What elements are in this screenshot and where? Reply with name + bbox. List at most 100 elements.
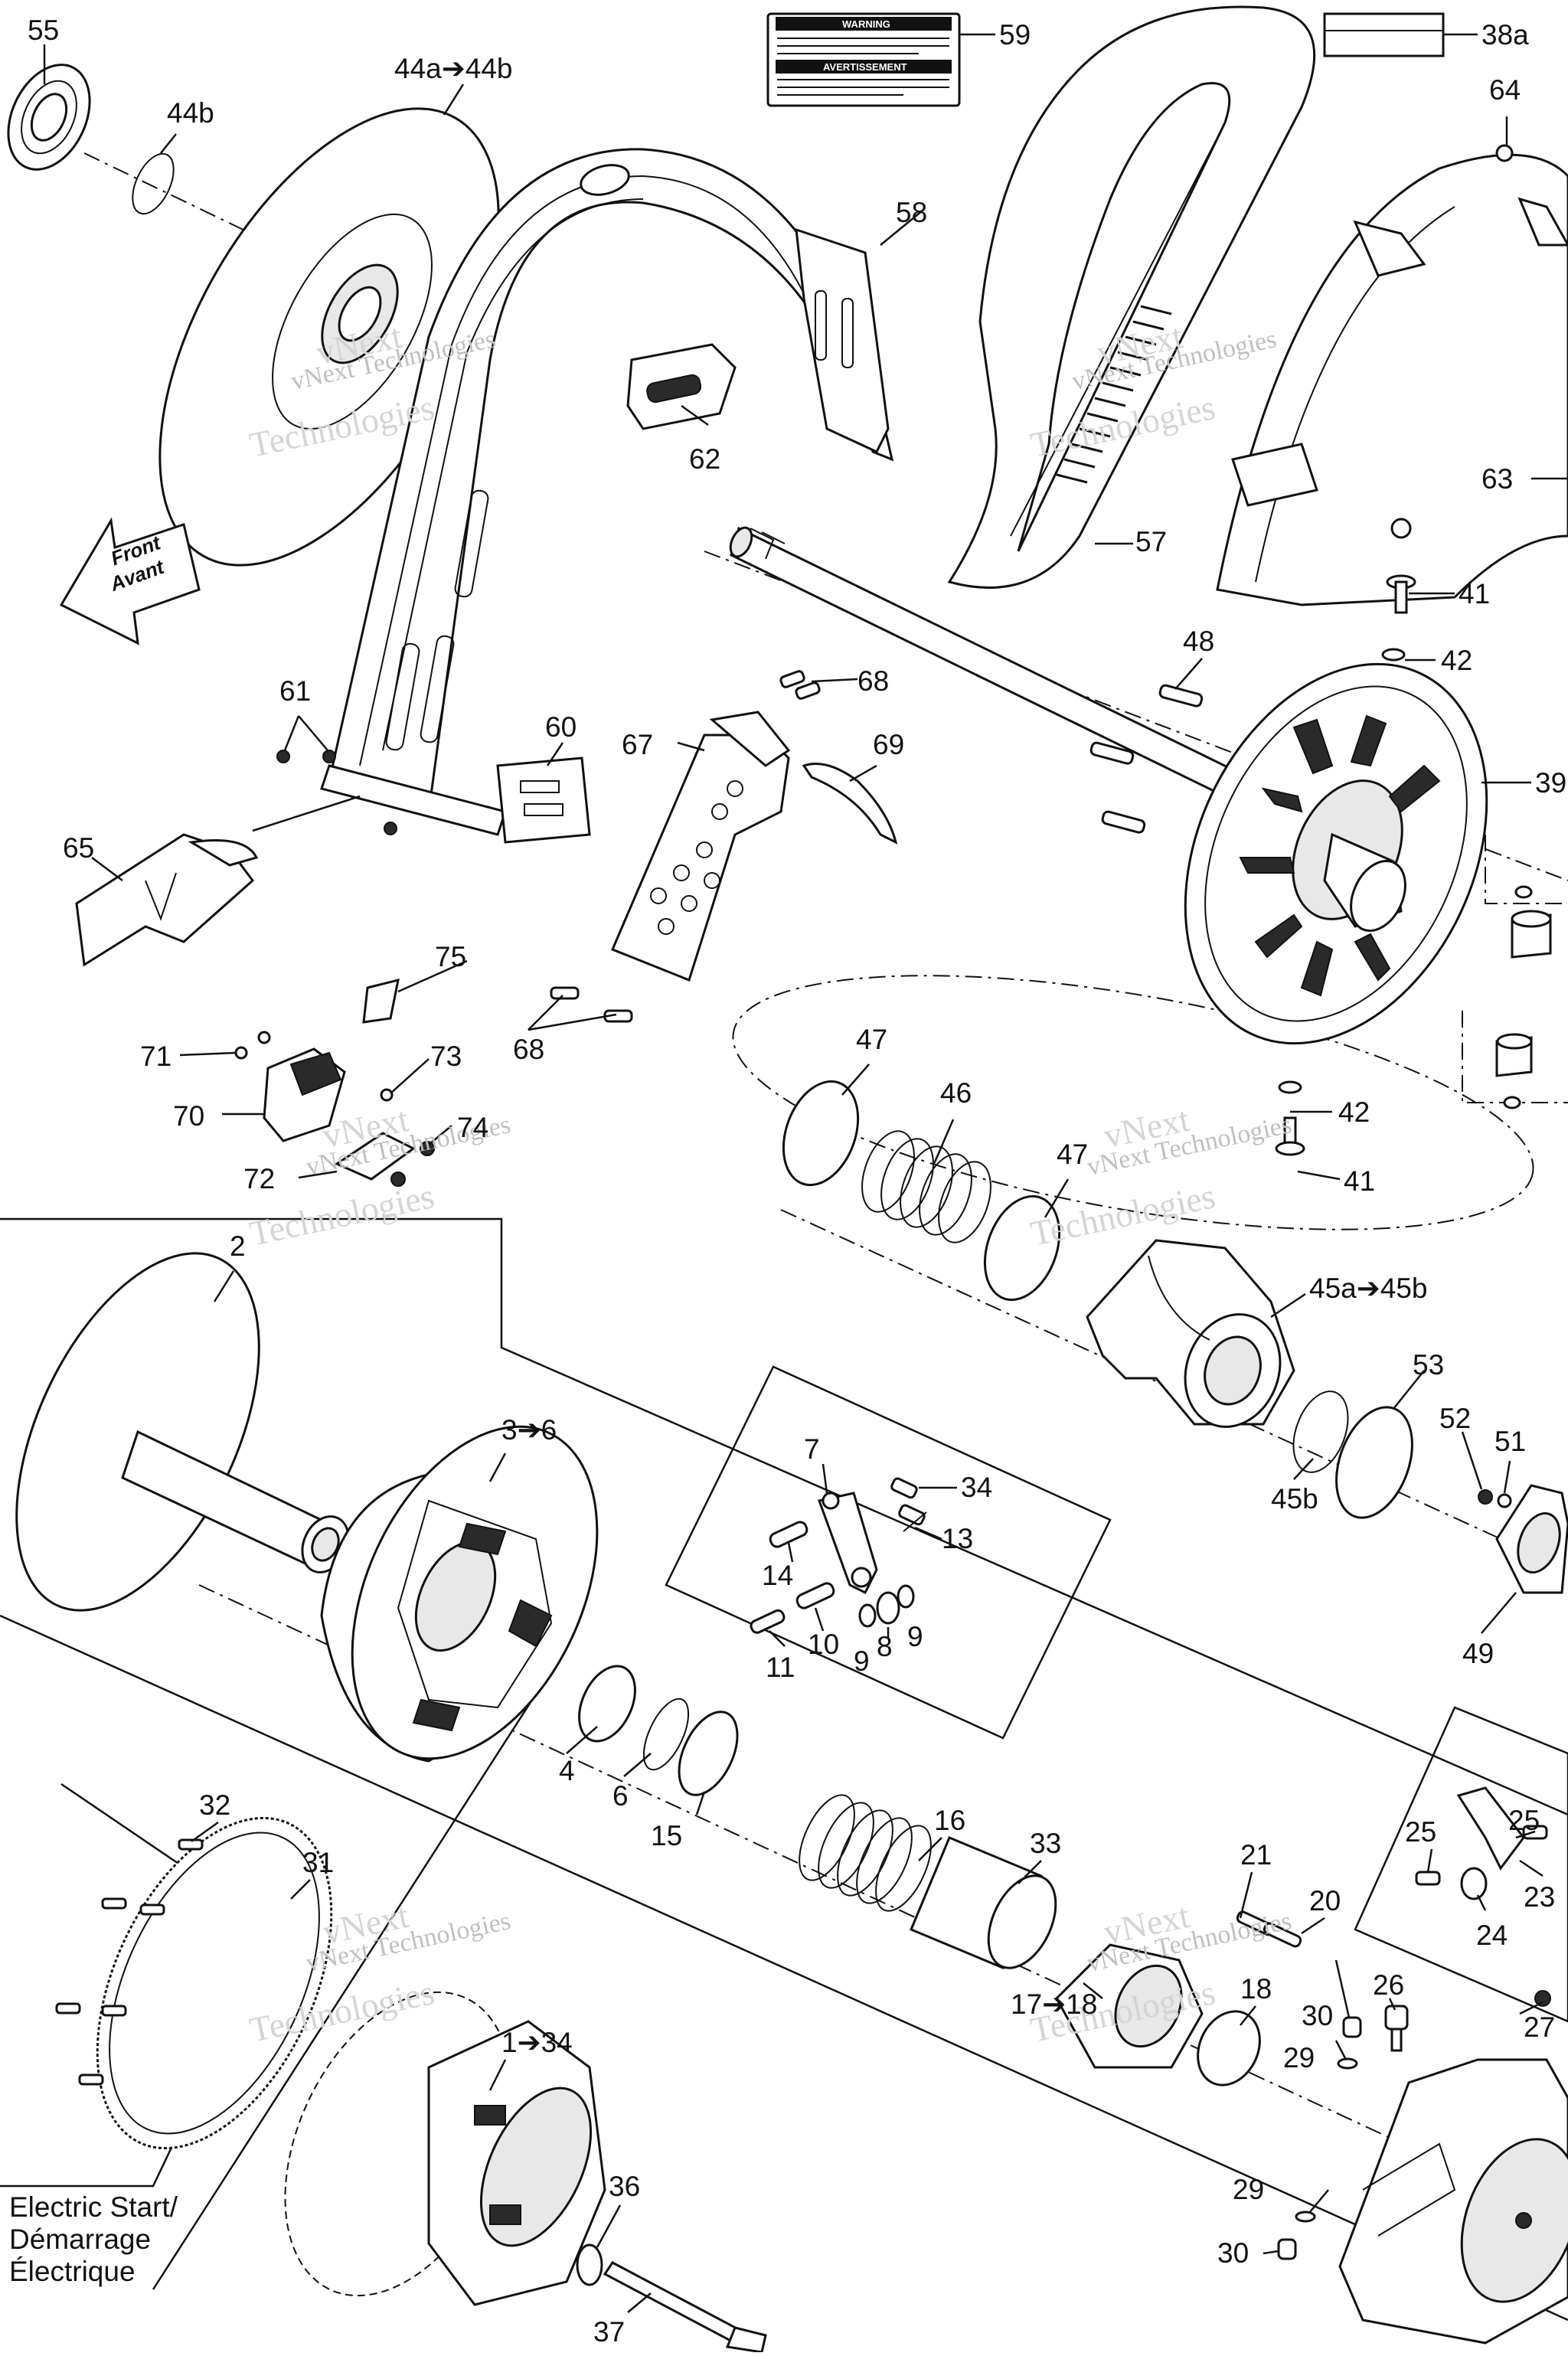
- callouts: 55 44b 44a➔44b 59 38a 64 58 63 62 57 41 …: [28, 15, 1566, 2348]
- callout-25-right: 25: [1508, 1805, 1540, 1836]
- callout-10: 10: [808, 1629, 839, 1660]
- section-border-top: [0, 1217, 1568, 1816]
- bracket-65: [75, 833, 259, 967]
- bearing-55: [7, 64, 91, 171]
- screws-68-top: [779, 670, 821, 700]
- bushing-4: [578, 1665, 636, 1743]
- callout-49: 49: [1462, 1638, 1494, 1669]
- callout-20: 20: [1309, 1885, 1341, 1916]
- callout-29-bottom: 29: [1233, 2174, 1264, 2205]
- callout-9-right: 9: [907, 1621, 923, 1652]
- svg-text:Technologies: Technologies: [1027, 1176, 1219, 1253]
- pin-13: [903, 1511, 927, 1532]
- electric-start-line1: Electric Start/: [9, 2191, 178, 2223]
- washer-53: [1335, 1406, 1413, 1519]
- section-border-bottom: [0, 1614, 1568, 2322]
- bolt-26: [1384, 2005, 1409, 2052]
- callout-68-bottom: 68: [513, 1034, 544, 1065]
- callout-8: 8: [877, 1631, 893, 1662]
- cap-30-top: [1342, 2016, 1362, 2038]
- callout-53: 53: [1413, 1349, 1444, 1381]
- callout-64: 64: [1489, 74, 1521, 106]
- cam-45a: [1086, 1239, 1295, 1428]
- callout-47-right: 47: [1057, 1139, 1088, 1170]
- screws-68-bottom: [550, 986, 633, 1023]
- callout-23: 23: [1524, 1881, 1555, 1913]
- clip-75: [362, 978, 400, 1024]
- screws-71-73: [234, 1031, 435, 1187]
- screws-61: [276, 750, 397, 835]
- pin-10: [795, 1582, 835, 1609]
- spring-seat-47-left: [782, 1080, 860, 1187]
- spider-49: [1495, 1484, 1568, 1594]
- callout-67: 67: [622, 729, 653, 760]
- spring-seat-47-right: [983, 1194, 1061, 1302]
- callout-59: 59: [999, 19, 1031, 51]
- callout-73: 73: [430, 1041, 462, 1072]
- callout-41-bottom: 41: [1344, 1165, 1375, 1197]
- callout-58: 58: [896, 197, 927, 228]
- driven-pulley-fins: [1239, 714, 1441, 997]
- callout-21: 21: [1240, 1839, 1272, 1871]
- callout-17-18: 17➔18: [1011, 1988, 1097, 2020]
- bracket-60: [496, 756, 591, 844]
- callout-68-top: 68: [858, 665, 889, 697]
- belt-cogs: [1056, 305, 1172, 484]
- callout-27: 27: [1524, 2011, 1555, 2043]
- washer-36: [576, 2243, 603, 2286]
- callout-38a: 38a: [1481, 19, 1529, 51]
- outline-spring-assembly: [732, 975, 1534, 1230]
- sheave-44a: [158, 107, 500, 567]
- switch-70: [263, 1047, 346, 1142]
- callout-32: 32: [199, 1789, 230, 1821]
- callout-41-top: 41: [1459, 578, 1490, 609]
- callout-3-6: 3➔6: [501, 1414, 557, 1446]
- electric-start-divider: [152, 1645, 568, 2290]
- callout-31: 31: [302, 1847, 334, 1878]
- callout-44a-44b: 44a➔44b: [394, 53, 512, 84]
- warning-decal-59: WARNING AVERTISSEMENT: [766, 12, 961, 107]
- callout-71: 71: [140, 1041, 172, 1072]
- callout-25-left: 25: [1405, 1816, 1436, 1848]
- callout-69: 69: [873, 729, 904, 760]
- callout-57: 57: [1135, 526, 1167, 557]
- callout-42-bottom: 42: [1338, 1096, 1370, 1128]
- nut-52: [1478, 1489, 1493, 1505]
- axis-bearing-55: [83, 152, 292, 253]
- washer-29-bottom: [1295, 2211, 1316, 2223]
- callout-60: 60: [545, 711, 577, 743]
- cam-detail-box: [665, 1365, 1112, 1740]
- ring-6: [642, 1698, 690, 1771]
- callout-13: 13: [942, 1523, 973, 1554]
- callout-14: 14: [762, 1560, 793, 1591]
- callout-6: 6: [612, 1780, 629, 1812]
- decal-38a: [1323, 12, 1445, 57]
- bracket-72: [334, 1132, 416, 1181]
- callout-46: 46: [940, 1077, 972, 1109]
- drive-pulley-assembly: [284, 1991, 606, 2306]
- callout-55: 55: [28, 15, 59, 46]
- pins-48: [1089, 684, 1204, 834]
- callout-74: 74: [457, 1112, 488, 1143]
- washer-9-left: [858, 1603, 877, 1628]
- bolt-37: [603, 2261, 767, 2354]
- bushing-18: [1197, 2010, 1261, 2086]
- callout-39: 39: [1535, 767, 1566, 799]
- nut-27: [1534, 1990, 1551, 2007]
- callout-4: 4: [559, 1755, 575, 1786]
- callout-9-left: 9: [854, 1645, 870, 1677]
- cap-30-bottom: [1277, 2238, 1297, 2260]
- washer-9-right: [897, 1584, 915, 1609]
- callout-48: 48: [1183, 626, 1214, 657]
- washer-29-top: [1337, 2057, 1358, 2070]
- fixed-sheave-2: [15, 1252, 350, 1612]
- pins-20-21: [1236, 1910, 1302, 1948]
- screws-32: [55, 1838, 204, 2086]
- callout-11: 11: [766, 1652, 795, 1683]
- callout-45b: 45b: [1271, 1483, 1318, 1515]
- callout-72: 72: [243, 1163, 275, 1194]
- spider-housing: [1338, 2058, 1568, 2345]
- bracket-67: [611, 711, 791, 982]
